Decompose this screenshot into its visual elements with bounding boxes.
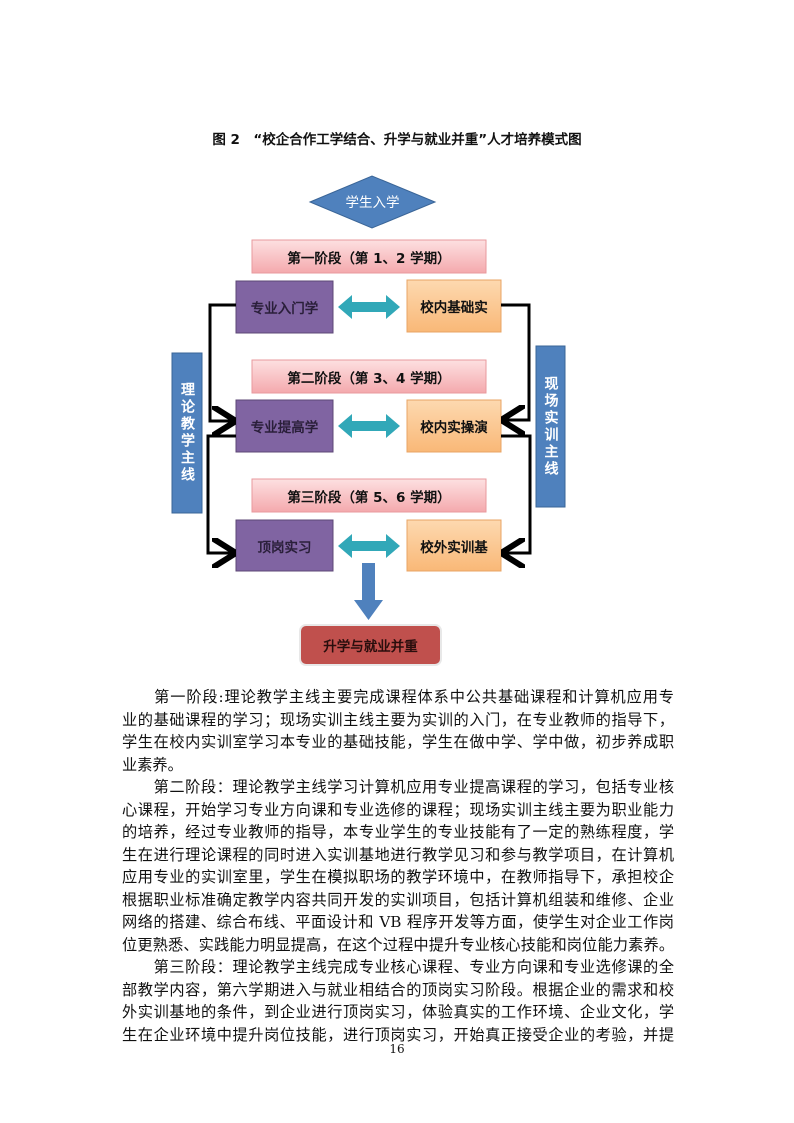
down-arrow-icon — [354, 563, 383, 620]
practice-box-1: 校内基础实 — [420, 300, 488, 316]
text-line: 第三阶段：理论教学主线完成专业核心课程、专业方向课和专业选修课的全 — [122, 958, 674, 976]
left-line-label: 理论教学主线 — [179, 382, 195, 484]
text-line: 外实训基地的条件，到企业进行顶岗实习，体验真实的工作环境、企业文化，学 — [122, 1003, 674, 1021]
end-label: 升学与就业并重 — [323, 639, 418, 655]
text-line: 业素养。 — [122, 755, 183, 774]
left-line-bar — [171, 352, 203, 514]
page-number: 16 — [389, 1042, 405, 1056]
theory-boxes — [235, 280, 334, 572]
double-arrows — [338, 295, 400, 558]
stage-2-label: 第二阶段（第 3、4 学期） — [287, 370, 451, 387]
right-line-label: 现场实训主线 — [542, 375, 559, 478]
text-line: 应用专业的实训室里，学生在模拟职场的教学环境中，在教师指导下，承担校企 — [122, 868, 674, 886]
theory-box-3: 顶岗实习 — [257, 539, 312, 556]
stage-3-label: 第三阶段（第 5、6 学期） — [287, 489, 451, 506]
start-label: 学生入学 — [345, 195, 400, 211]
theory-box-2: 专业提高学 — [250, 420, 319, 436]
practice-box-3: 校外实训基 — [420, 539, 488, 556]
stage-1-label: 第一阶段（第 1、2 学期） — [287, 250, 451, 267]
text-line: 位更熟悉、实践能力明显提高，在这个过程中提升专业核心技能和岗位能力素养。 — [122, 935, 674, 954]
body-text: 第一阶段:理论教学主线主要完成课程体系中公共基础课程和计算机应用专 业的基础课程… — [122, 686, 674, 1046]
text-line: 第二阶段：理论教学主线学习计算机应用专业提高课程的学习，包括专业核 — [122, 778, 674, 796]
theory-box-1: 专业入门学 — [250, 301, 319, 317]
text-line: 根据职业标准确定教学内容共同开发的实训项目，包括计算机组装和维修、企业 — [122, 890, 674, 909]
diagram-graphics — [171, 175, 566, 666]
right-line-bar — [535, 345, 566, 508]
figure-caption: 图 2 “校企合作工学结合、升学与就业并重”人才培养模式图 — [212, 132, 582, 148]
text-line: 部教学内容，第六学期进入与就业相结合的顶岗实习阶段。根据企业的需求和校 — [122, 980, 674, 999]
stage-bars — [251, 239, 487, 513]
practice-box-2: 校内实操演 — [420, 420, 488, 436]
practice-boxes — [406, 279, 502, 572]
text-line: 业的基础课程的学习；现场实训主线主要为实训的入门，在专业教师的指导下， — [122, 710, 674, 729]
text-line: 的培养，经过专业教师的指导，本专业学生的专业技能有了一定的熟练程度，学 — [122, 823, 674, 841]
text-line: 生在企业环境中提升岗位技能，进行顶岗实习，开始真正接受企业的考验，并提 — [122, 1025, 674, 1044]
text-line: 生在进行理论课程的同时进入实训基地进行教学见习和参与教学项目，在计算机 — [122, 845, 674, 864]
text-line: 第一阶段:理论教学主线主要完成课程体系中公共基础课程和计算机应用专 — [122, 688, 674, 706]
start-diamond — [308, 175, 437, 229]
end-box — [299, 624, 442, 666]
connector-lines — [206, 303, 532, 553]
text-line: 学生在校内实训室学习本专业的基础技能，学生在做中学、学中做，初步养成职 — [122, 733, 674, 751]
text-line: 心课程，开始学习专业方向课和专业选修的课程；现场实训主线主要为职业能力 — [122, 800, 674, 819]
text-line: 网络的搭建、综合布线、平面设计和 VB 程序开发等方面，使学生对企业工作岗 — [122, 913, 674, 931]
